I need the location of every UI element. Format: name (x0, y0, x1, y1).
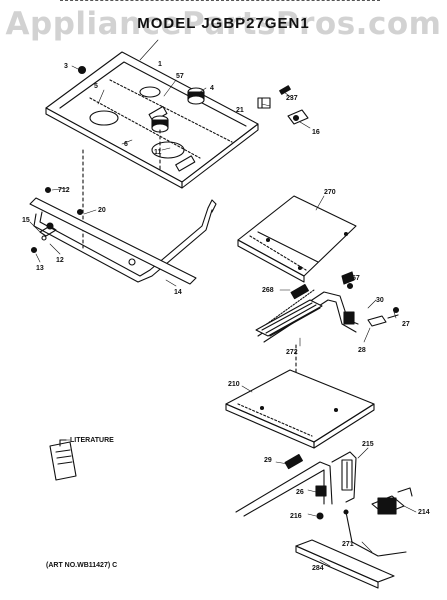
label-6: 6 (124, 141, 128, 148)
broiler-flame-spreader (255, 299, 323, 337)
orifice-holder (343, 282, 400, 327)
model-title: MODEL JGBP27GEN1 (137, 15, 310, 32)
burner-rail (29, 197, 197, 285)
screw-3 (77, 65, 87, 75)
literature-booklet (49, 439, 77, 481)
oven-burner-tube (235, 451, 357, 517)
leader-lines (29, 39, 417, 567)
label-30: 30 (376, 297, 384, 304)
art-number: (ART NO.WB11427) C (46, 562, 118, 569)
manifold-pipe (33, 199, 217, 283)
label-12: 12 (56, 257, 64, 264)
label-270: 270 (324, 189, 336, 196)
label-26: 26 (296, 489, 304, 496)
label-21: 21 (236, 107, 244, 114)
scan-artifact-line (60, 0, 380, 4)
label-57-mid: 57 (352, 275, 360, 282)
label-14: 14 (174, 289, 182, 296)
label-5: 5 (94, 83, 98, 90)
label-210: 210 (228, 381, 240, 388)
label-4: 4 (210, 85, 214, 92)
bottom-shield (225, 369, 375, 449)
label-15: 15 (22, 217, 30, 224)
watermark: AppliancePartsPros.com (5, 6, 442, 42)
oven-igniter (343, 487, 413, 557)
burner-box (45, 51, 259, 189)
label-1: 1 (158, 61, 162, 68)
label-20: 20 (98, 207, 106, 214)
label-11: 11 (154, 149, 162, 156)
oven-valve-parts (315, 485, 327, 520)
label-13: 13 (36, 265, 44, 272)
label-16: 16 (312, 129, 320, 136)
oven-burner-shield (295, 539, 395, 589)
label-28: 28 (358, 347, 366, 354)
label-57-top: 57 (176, 73, 184, 80)
burner-orifice-right (187, 87, 205, 105)
label-712: 712 (58, 187, 70, 194)
label-3: 3 (64, 63, 68, 70)
label-237: 237 (286, 95, 298, 102)
label-215: 215 (362, 441, 374, 448)
broiler-plate (237, 195, 357, 283)
burner-orifice-left (151, 115, 169, 133)
label-27: 27 (402, 321, 410, 328)
label-214: 214 (418, 509, 430, 516)
label-29: 29 (264, 457, 272, 464)
label-284: 284 (312, 565, 324, 572)
label-literature: LITERATURE (70, 437, 114, 444)
label-268: 268 (262, 287, 274, 294)
label-272: 272 (286, 349, 298, 356)
igniter-bracket (257, 85, 309, 125)
label-271: 271 (342, 541, 354, 548)
label-216: 216 (290, 513, 302, 520)
